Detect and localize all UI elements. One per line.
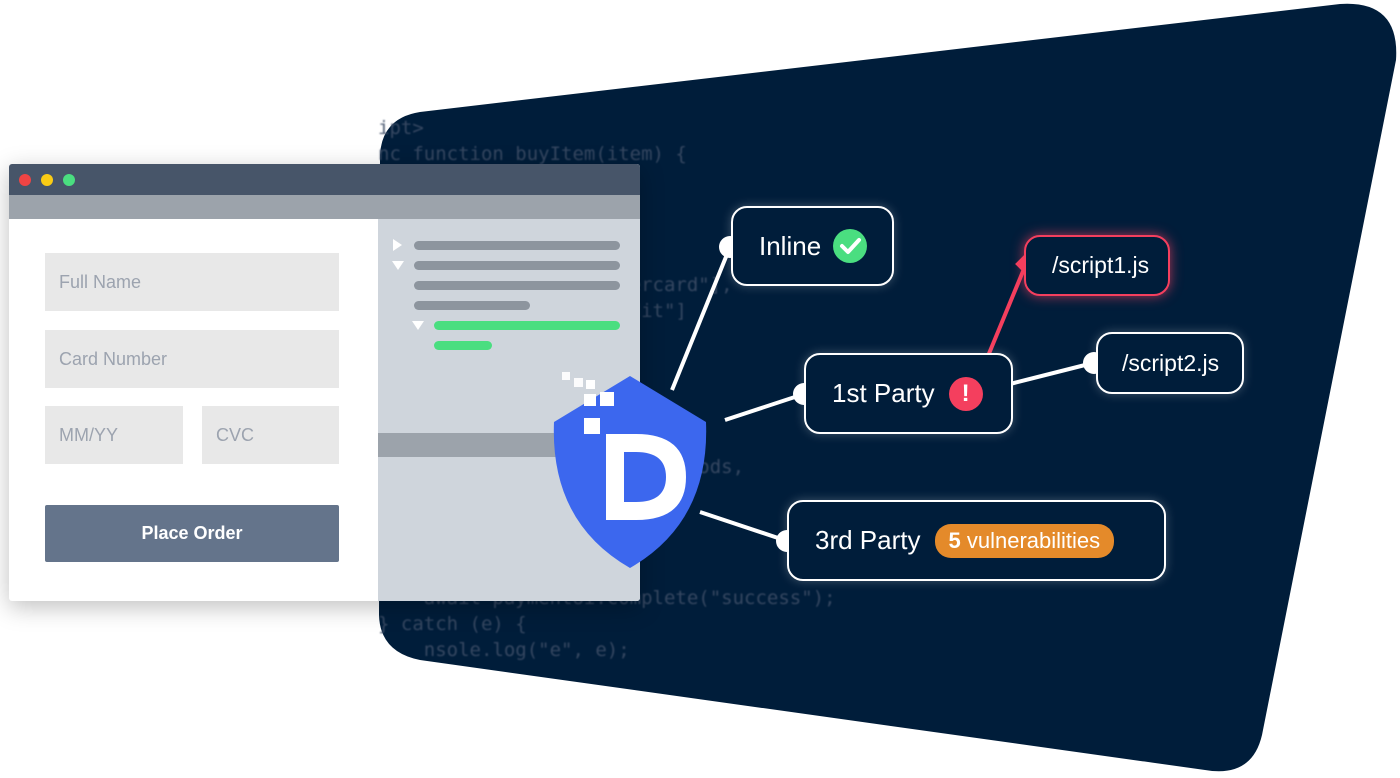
script2-label: /script2.js [1122,349,1220,376]
connector-inline [670,246,732,391]
full-name-field[interactable]: Full Name [45,253,339,311]
place-order-button[interactable]: Place Order [45,505,339,562]
connector-1st-party [724,392,805,422]
dom-node-line [414,301,530,310]
connector-3rd-party [699,510,788,543]
first-party-label: 1st Party [832,378,935,408]
browser-window: Full Name Card Number MM/YY CVC Place Or… [9,164,640,601]
vuln-label: vulnerabilities [966,527,1101,553]
first-party-node[interactable]: 1st Party ! [804,353,1013,434]
third-party-label: 3rd Party [815,525,921,555]
connector-script2 [1009,361,1094,386]
card-number-field[interactable]: Card Number [45,330,339,388]
vulnerabilities-badge[interactable]: 5 vulnerabilities [934,523,1115,558]
script1-label: /script1.js [1052,252,1150,278]
expand-arrow-icon[interactable] [393,239,402,251]
maximize-dot[interactable] [63,174,75,186]
expiry-field[interactable]: MM/YY [45,406,183,464]
script1-node[interactable]: /script1.js [1024,235,1170,296]
third-party-node[interactable]: 3rd Party 5 vulnerabilities [787,500,1166,581]
dom-node-line [414,261,620,270]
check-circle-icon [833,229,868,263]
vuln-count: 5 [948,527,961,553]
exclamation-circle-icon: ! [948,376,983,411]
script2-node[interactable]: /script2.js [1096,332,1244,394]
shield-d-logo-icon [553,372,707,568]
dom-node-line [414,281,620,290]
collapse-arrow-icon[interactable] [392,261,404,270]
minimize-dot[interactable] [41,174,53,186]
dom-node-line [414,241,620,250]
collapse-arrow-icon[interactable] [412,321,424,330]
connector-script1 [986,263,1028,357]
address-bar[interactable] [9,195,640,219]
close-dot[interactable] [19,174,31,186]
cvc-field[interactable]: CVC [202,406,339,464]
dom-node-line-highlighted [434,341,492,350]
browser-titlebar [9,164,640,195]
inline-label: Inline [759,230,822,261]
inline-node[interactable]: Inline [731,206,894,286]
dom-node-line-highlighted [434,321,620,330]
